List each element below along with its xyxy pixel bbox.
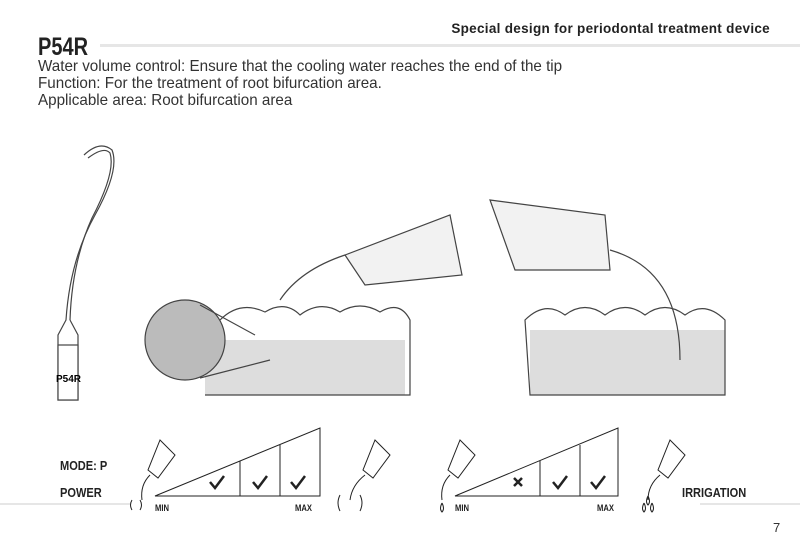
power-max-label: MAX [295, 503, 312, 513]
function-text: Function: For the treatment of root bifu… [38, 75, 382, 92]
vibration-min-icon [130, 499, 142, 511]
water-volume-text: Water volume control: Ensure that the co… [38, 58, 563, 75]
check-icon [209, 475, 225, 491]
check-icon [552, 475, 568, 491]
handpiece-max-icon [337, 439, 391, 512]
handpiece-min-icon [141, 439, 176, 501]
irrigation-label: IRRIGATION [682, 485, 747, 500]
page-subtitle: Special design for periodontal treatment… [451, 21, 770, 36]
irrigation-min-label: MIN [455, 503, 470, 513]
irrigation-gauge [440, 427, 686, 513]
handpiece-min-icon [441, 439, 476, 501]
check-icon [290, 475, 306, 491]
power-label: POWER [60, 485, 102, 500]
power-gauge [130, 427, 391, 512]
right-treatment-drawing [489, 199, 726, 396]
tip-label: P54R [56, 374, 82, 385]
check-icon [252, 475, 268, 491]
bottom-divider-left [0, 503, 130, 505]
tip-drawing [57, 145, 115, 401]
handpiece-max-icon [647, 439, 686, 501]
page-number: 7 [773, 520, 781, 535]
left-treatment-drawing [144, 214, 463, 396]
mode-label: MODE: P [60, 458, 108, 473]
irrigation-max-label: MAX [597, 503, 614, 513]
bottom-divider-right [700, 503, 800, 505]
cross-icon [513, 477, 523, 487]
applicable-area-text: Applicable area: Root bifurcation area [38, 92, 293, 109]
model-title: P54R [38, 33, 89, 61]
header-divider [100, 44, 800, 47]
check-icon [590, 475, 606, 491]
water-drop-min-icon [440, 502, 444, 513]
water-drops-max-icon [642, 495, 654, 513]
power-min-label: MIN [155, 503, 170, 513]
